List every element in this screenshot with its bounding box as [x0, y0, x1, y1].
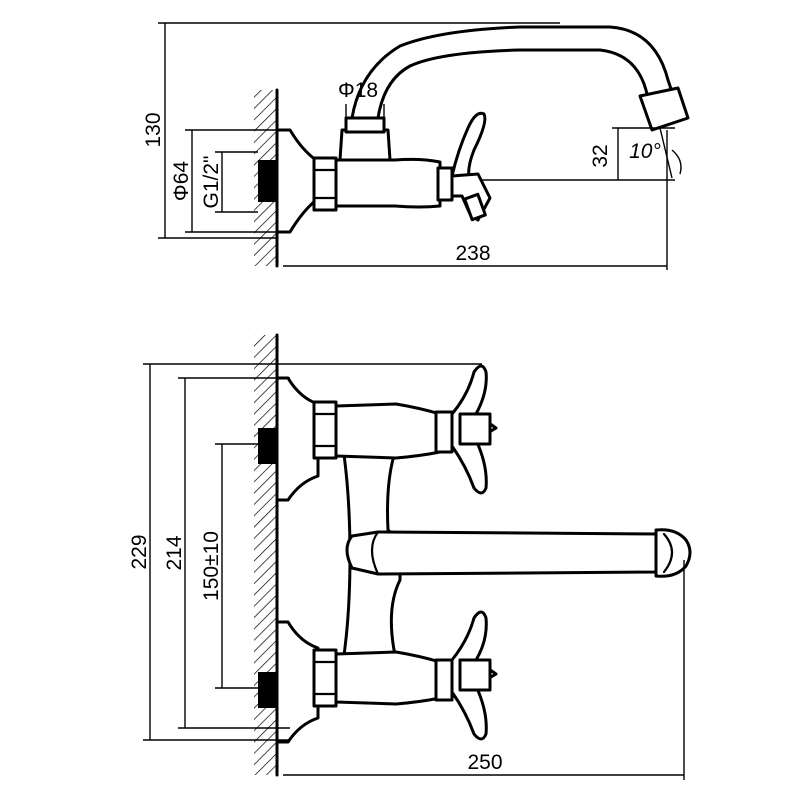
swivel-nut — [344, 116, 386, 134]
dim-214: 214 — [163, 535, 186, 570]
inlet-pipe-top — [258, 160, 276, 202]
valve-head-upper — [434, 410, 454, 454]
mixer-body-top — [334, 157, 442, 209]
spout-pipe — [350, 25, 674, 120]
wall-flange-lower — [275, 620, 320, 744]
dim-250: 250 — [467, 751, 502, 774]
hex-nut-upper — [312, 400, 338, 460]
side-view: 130 Φ64 G1/2" Φ18 32 10° 238 — [142, 22, 690, 270]
aerator — [638, 86, 690, 132]
dim-angle: 10° — [629, 140, 661, 163]
inlet-pipe-upper — [258, 428, 276, 464]
front-view: 229 214 150±10 250 — [128, 333, 692, 780]
dim-130: 130 — [142, 112, 165, 147]
dim-32: 32 — [589, 144, 612, 167]
cross-handle-top — [450, 111, 487, 184]
handle-hub-lower — [458, 658, 492, 692]
valve-head-lower — [434, 658, 454, 702]
valve-body-lower — [334, 650, 442, 706]
dim-thread: G1/2" — [200, 156, 223, 209]
spout-swivel — [338, 128, 392, 162]
dim-spacing: 150±10 — [200, 531, 223, 601]
wall-flange-top — [275, 128, 318, 234]
spout-front — [345, 530, 662, 576]
dim-phi18: Φ18 — [338, 79, 378, 102]
hex-nut-top — [312, 156, 338, 212]
handle-hub-upper — [458, 412, 492, 446]
wall-hatch-bottom — [254, 335, 276, 775]
inlet-pipe-lower — [258, 672, 276, 708]
spout-pipe-inner — [376, 48, 650, 120]
dim-238: 238 — [455, 242, 490, 265]
dim-phi64: Φ64 — [170, 161, 193, 201]
hex-nut-lower — [312, 648, 338, 708]
valve-body-upper — [334, 402, 442, 460]
wall-flange-upper — [275, 376, 320, 502]
valve-head-top — [436, 166, 454, 202]
dim-229: 229 — [128, 534, 151, 569]
